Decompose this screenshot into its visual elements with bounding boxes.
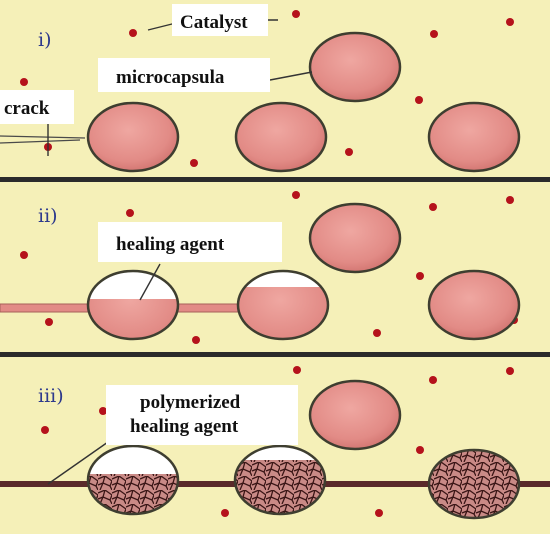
catalyst-dot bbox=[20, 251, 28, 259]
panel-label-ii: ii) bbox=[38, 205, 58, 227]
crack-callout-box bbox=[0, 90, 74, 124]
ruptured-capsule-shell bbox=[236, 269, 330, 341]
healing-agent-label: healing agent bbox=[116, 234, 225, 255]
microcapsule bbox=[234, 101, 328, 173]
catalyst-dot bbox=[221, 509, 229, 517]
ruptured-capsule bbox=[238, 271, 328, 339]
healing-agent-leader bbox=[139, 263, 161, 301]
catalyst-dot bbox=[292, 10, 300, 18]
microcapsula-callout-box bbox=[98, 58, 270, 92]
microcapsula-label: microcapsula bbox=[116, 67, 225, 88]
catalyst-dot bbox=[99, 407, 107, 415]
microcapsule bbox=[308, 202, 402, 274]
microcapsula-leader bbox=[269, 71, 313, 81]
catalyst-dot bbox=[506, 367, 514, 375]
microcapsule bbox=[308, 31, 402, 103]
catalyst-dot bbox=[506, 196, 514, 204]
catalyst-dot bbox=[416, 446, 424, 454]
healing-agent-callout-box bbox=[98, 222, 282, 262]
catalyst-dot bbox=[506, 18, 514, 26]
catalyst-dot bbox=[293, 366, 301, 374]
microcapsule bbox=[427, 101, 521, 173]
microcapsule bbox=[427, 269, 521, 341]
catalyst-dot bbox=[20, 78, 28, 86]
catalyst-dot bbox=[45, 318, 53, 326]
catalyst-dot bbox=[41, 426, 49, 434]
polymerized-capsule-shell bbox=[86, 444, 180, 516]
polymerized-callout-box bbox=[106, 385, 298, 445]
catalyst-dot bbox=[292, 191, 300, 199]
panel-divider bbox=[0, 177, 550, 182]
crack-label: crack bbox=[4, 98, 50, 119]
polymerized-label-line2: healing agent bbox=[130, 416, 239, 437]
catalyst-dot bbox=[190, 159, 198, 167]
catalyst-dot bbox=[129, 29, 137, 37]
catalyst-dot bbox=[429, 376, 437, 384]
catalyst-dot bbox=[416, 272, 424, 280]
microcapsule bbox=[86, 101, 180, 173]
polymerized-capsule bbox=[429, 450, 519, 518]
catalyst-dot bbox=[345, 148, 353, 156]
catalyst-dot bbox=[375, 509, 383, 517]
polymerized-label-line1: polymerized bbox=[140, 392, 241, 413]
catalyst-dot bbox=[415, 96, 423, 104]
panel-label-iii: iii) bbox=[38, 385, 64, 407]
ruptured-capsule-shell bbox=[86, 269, 180, 341]
catalyst-dot bbox=[126, 209, 134, 217]
panel-divider bbox=[0, 352, 550, 357]
polymerized-leader bbox=[47, 441, 109, 485]
panel-label-i: i) bbox=[38, 29, 52, 51]
polymerized-capsule-shell bbox=[427, 448, 521, 520]
catalyst-label: Catalyst bbox=[180, 12, 248, 33]
catalyst-dot bbox=[373, 329, 381, 337]
catalyst-dot bbox=[430, 30, 438, 38]
catalyst-dot bbox=[192, 336, 200, 344]
microcapsule bbox=[308, 379, 402, 451]
crack-tip bbox=[0, 135, 86, 144]
polymerized-capsule-shell bbox=[233, 444, 327, 516]
catalyst-dot bbox=[429, 203, 437, 211]
catalyst-callout-box bbox=[172, 4, 268, 36]
